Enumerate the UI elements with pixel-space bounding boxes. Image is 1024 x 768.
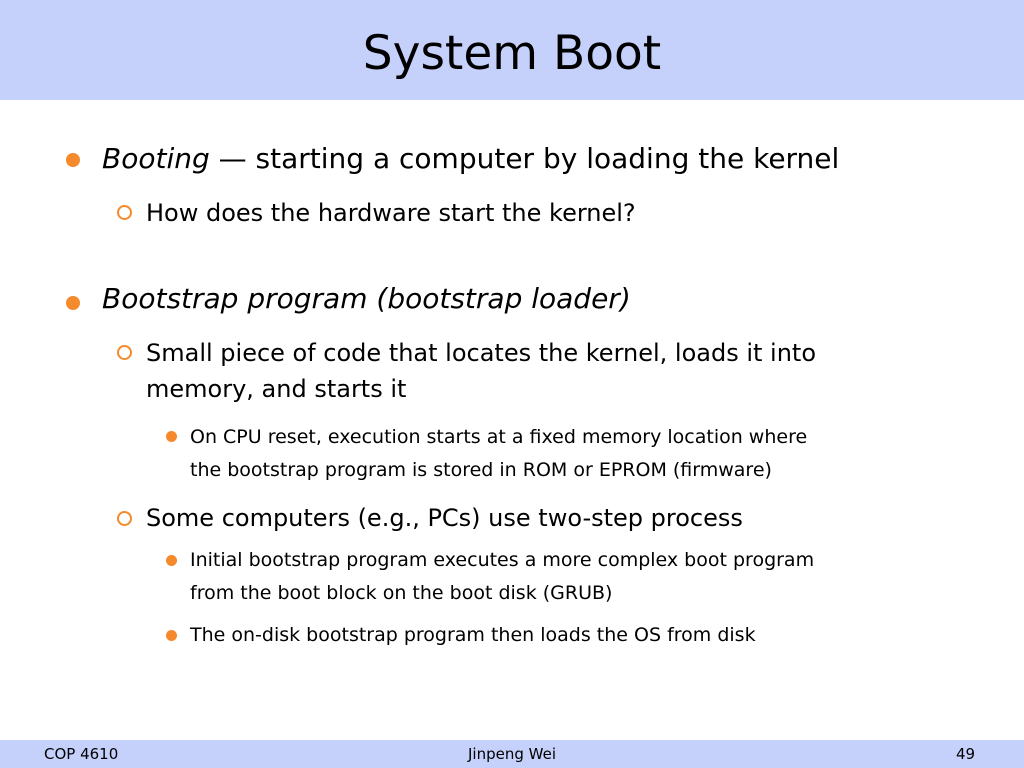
term-bootstrap-program: Bootstrap program (bootstrap loader) bbox=[102, 282, 631, 315]
bullet-hardware-question: How does the hardware start the kernel? bbox=[146, 199, 636, 227]
bullet-two-step-process: Some computers (e.g., PCs) use two-step … bbox=[146, 504, 743, 532]
bullet-small-dot-icon bbox=[166, 555, 177, 566]
footer-author: Jinpeng Wei bbox=[468, 745, 556, 763]
text-line: the bootstrap program is stored in ROM o… bbox=[190, 459, 772, 481]
text-line: Small piece of code that locates the ker… bbox=[146, 339, 817, 367]
bullet-ring-icon bbox=[117, 511, 132, 526]
bullet-dot-icon bbox=[66, 153, 80, 167]
footer-page-number: 49 bbox=[956, 745, 976, 763]
text-line: On CPU reset, execution starts at a fixe… bbox=[190, 426, 808, 448]
text-line: memory, and starts it bbox=[146, 375, 407, 403]
bullet-small-dot-icon bbox=[166, 630, 177, 641]
title-bar bbox=[0, 0, 1024, 100]
bullet-bootstrap-program: Bootstrap program (bootstrap loader) bbox=[102, 281, 631, 317]
footer-course: COP 4610 bbox=[44, 745, 119, 763]
booting-definition: — starting a computer by loading the ker… bbox=[209, 142, 840, 175]
bullet-booting: Booting — starting a computer by loading… bbox=[102, 141, 839, 177]
bullet-dot-icon bbox=[66, 296, 80, 310]
bullet-small-dot-icon bbox=[166, 431, 177, 442]
term-booting: Booting bbox=[102, 142, 210, 175]
bullet-cpu-reset: On CPU reset, execution starts at a fixe… bbox=[190, 421, 807, 487]
text-line: Initial bootstrap program executes a mor… bbox=[190, 549, 815, 571]
bullet-ring-icon bbox=[117, 345, 132, 360]
bullet-small-piece-of-code: Small piece of code that locates the ker… bbox=[146, 335, 816, 407]
slide-title: System Boot bbox=[362, 26, 662, 81]
bullet-ring-icon bbox=[117, 205, 132, 220]
text-line: from the boot block on the boot disk (GR… bbox=[190, 582, 613, 604]
footer-bar bbox=[0, 740, 1024, 768]
bullet-initial-bootstrap: Initial bootstrap program executes a mor… bbox=[190, 544, 814, 610]
bullet-on-disk-bootstrap: The on-disk bootstrap program then loads… bbox=[190, 624, 756, 646]
